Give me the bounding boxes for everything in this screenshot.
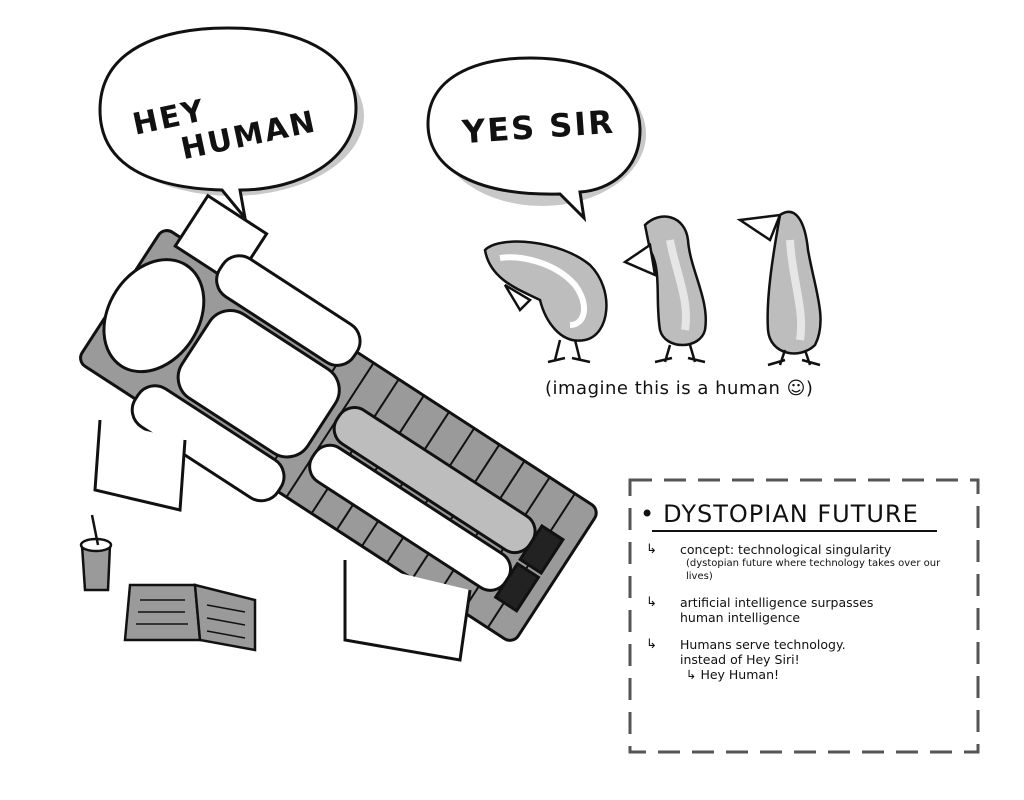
arrow-icon: ↳ <box>646 595 657 610</box>
notes-panel: •DYSTOPIAN FUTURE ↳ concept: technologic… <box>640 500 970 694</box>
note-text: artificial intelligence surpasses <box>680 595 874 610</box>
notes-box-border <box>628 478 980 754</box>
arrow-icon: ↳ <box>646 637 657 652</box>
drink-cup-icon <box>79 514 113 592</box>
note-item: ↳ Humans serve technology. instead of He… <box>640 637 970 682</box>
notes-title: •DYSTOPIAN FUTURE <box>640 500 970 528</box>
lounger <box>79 193 598 642</box>
note-subtext: human intelligence <box>680 610 801 625</box>
note-subitem: ↳ Hey Human! <box>686 667 779 682</box>
speech-bubble-right <box>426 56 646 223</box>
note-item: ↳ concept: technological singularity (dy… <box>640 542 970 583</box>
title-underline <box>652 530 937 532</box>
lounger-legs <box>93 419 472 662</box>
note-text: Humans serve technology. <box>680 637 846 652</box>
note-item: ↳ artificial intelligence surpasses huma… <box>640 595 970 625</box>
human-figure-bowing <box>483 240 608 364</box>
arrow-icon: ↳ <box>646 542 657 557</box>
figure-caption: (imagine this is a human ☺) <box>545 378 814 399</box>
human-figure-saluting <box>622 215 708 364</box>
bullet: • <box>640 500 656 528</box>
speech-bubble-left <box>98 26 364 224</box>
human-figure-standing <box>736 210 822 367</box>
open-book-icon <box>123 583 257 652</box>
notes-title-text: DYSTOPIAN FUTURE <box>663 500 919 528</box>
note-text: concept: technological singularity <box>680 542 892 557</box>
note-subtext: instead of Hey Siri! <box>680 652 800 667</box>
note-subtext: (dystopian future where technology takes… <box>686 558 941 582</box>
